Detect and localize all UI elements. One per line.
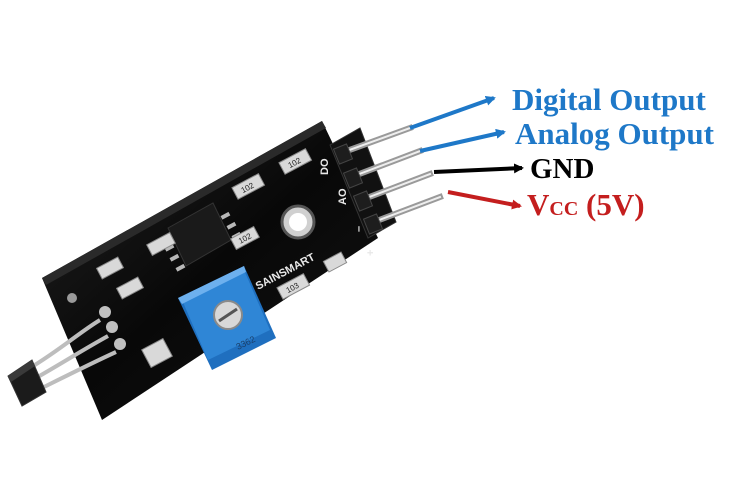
- pcb-board: [42, 121, 378, 420]
- vcc-arrow-icon: [447, 190, 522, 210]
- pin-mark-plus: +: [365, 250, 377, 256]
- vcc-label-sub: CC: [549, 198, 579, 220]
- potentiometer-icon: 3362: [178, 266, 276, 370]
- vcc-label: VCC (5V): [527, 189, 645, 220]
- vcc-label-rest: (5V): [578, 187, 645, 222]
- pin-mark-do: DO: [319, 158, 331, 175]
- pin-mark-minus: –: [353, 226, 365, 232]
- smd-components: [95, 147, 348, 369]
- analog-arrow-icon: [419, 128, 506, 153]
- gnd-label: GND: [530, 153, 595, 185]
- digital-arrow-icon: [409, 95, 496, 130]
- gnd-arrow-icon: [433, 163, 524, 174]
- pin-arrows: [409, 95, 524, 210]
- digital-output-label: Digital Output: [512, 82, 706, 117]
- pin-mark-ao: AO: [337, 188, 349, 205]
- hall-sensor-icon: [7, 318, 117, 407]
- header-pins: [329, 124, 444, 239]
- analog-output-label: Analog Output: [515, 116, 714, 151]
- vcc-label-main: V: [527, 187, 550, 222]
